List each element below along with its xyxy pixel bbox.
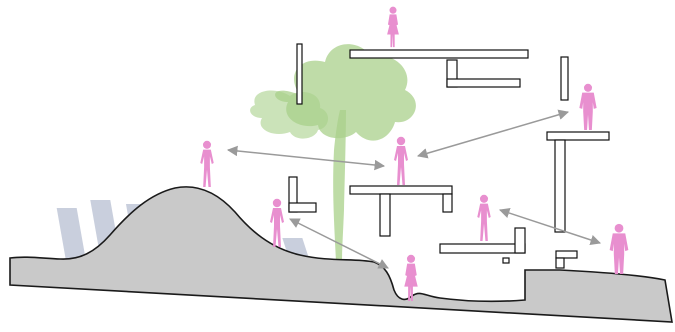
step-block-leg: [555, 257, 565, 269]
people: [200, 6, 629, 302]
double-headed-arrow-icon: [226, 145, 386, 171]
watermark-stripe: [56, 208, 88, 268]
tree-icon: [250, 44, 416, 262]
hill-wall-foot: [288, 202, 317, 213]
standing-person-silhouette-icon: [200, 140, 214, 188]
central-platform: [349, 185, 453, 195]
double-headed-arrow-icon: [289, 218, 389, 269]
wall-slab-left: [296, 43, 303, 105]
low-platform: [439, 243, 526, 254]
central-platform-leg: [379, 193, 391, 237]
double-headed-arrow-icon: [499, 207, 601, 246]
roof-lower-beam: [446, 78, 521, 88]
roof-beam: [349, 49, 529, 59]
tower-column: [554, 139, 566, 233]
double-headed-arrow-icon: [416, 109, 570, 159]
standing-person-silhouette-icon: [579, 83, 597, 131]
wall-slab-right: [560, 56, 569, 101]
small-block: [502, 257, 510, 264]
central-platform-post: [442, 193, 453, 213]
tower-platform: [546, 131, 610, 141]
standing-person-silhouette-icon: [394, 136, 408, 185]
standing-person-silhouette-icon: [609, 223, 629, 274]
standing-person-silhouette-icon: [477, 194, 491, 242]
tree-canopy-lower: [250, 90, 329, 139]
standing-person-silhouette-icon: [404, 254, 418, 302]
connection-arrows: [226, 109, 601, 269]
standing-person-silhouette-icon: [270, 198, 284, 247]
low-platform-post: [514, 227, 526, 254]
step-block-top: [555, 250, 578, 259]
standing-person-silhouette-icon: [387, 6, 399, 48]
structures: [288, 43, 610, 269]
